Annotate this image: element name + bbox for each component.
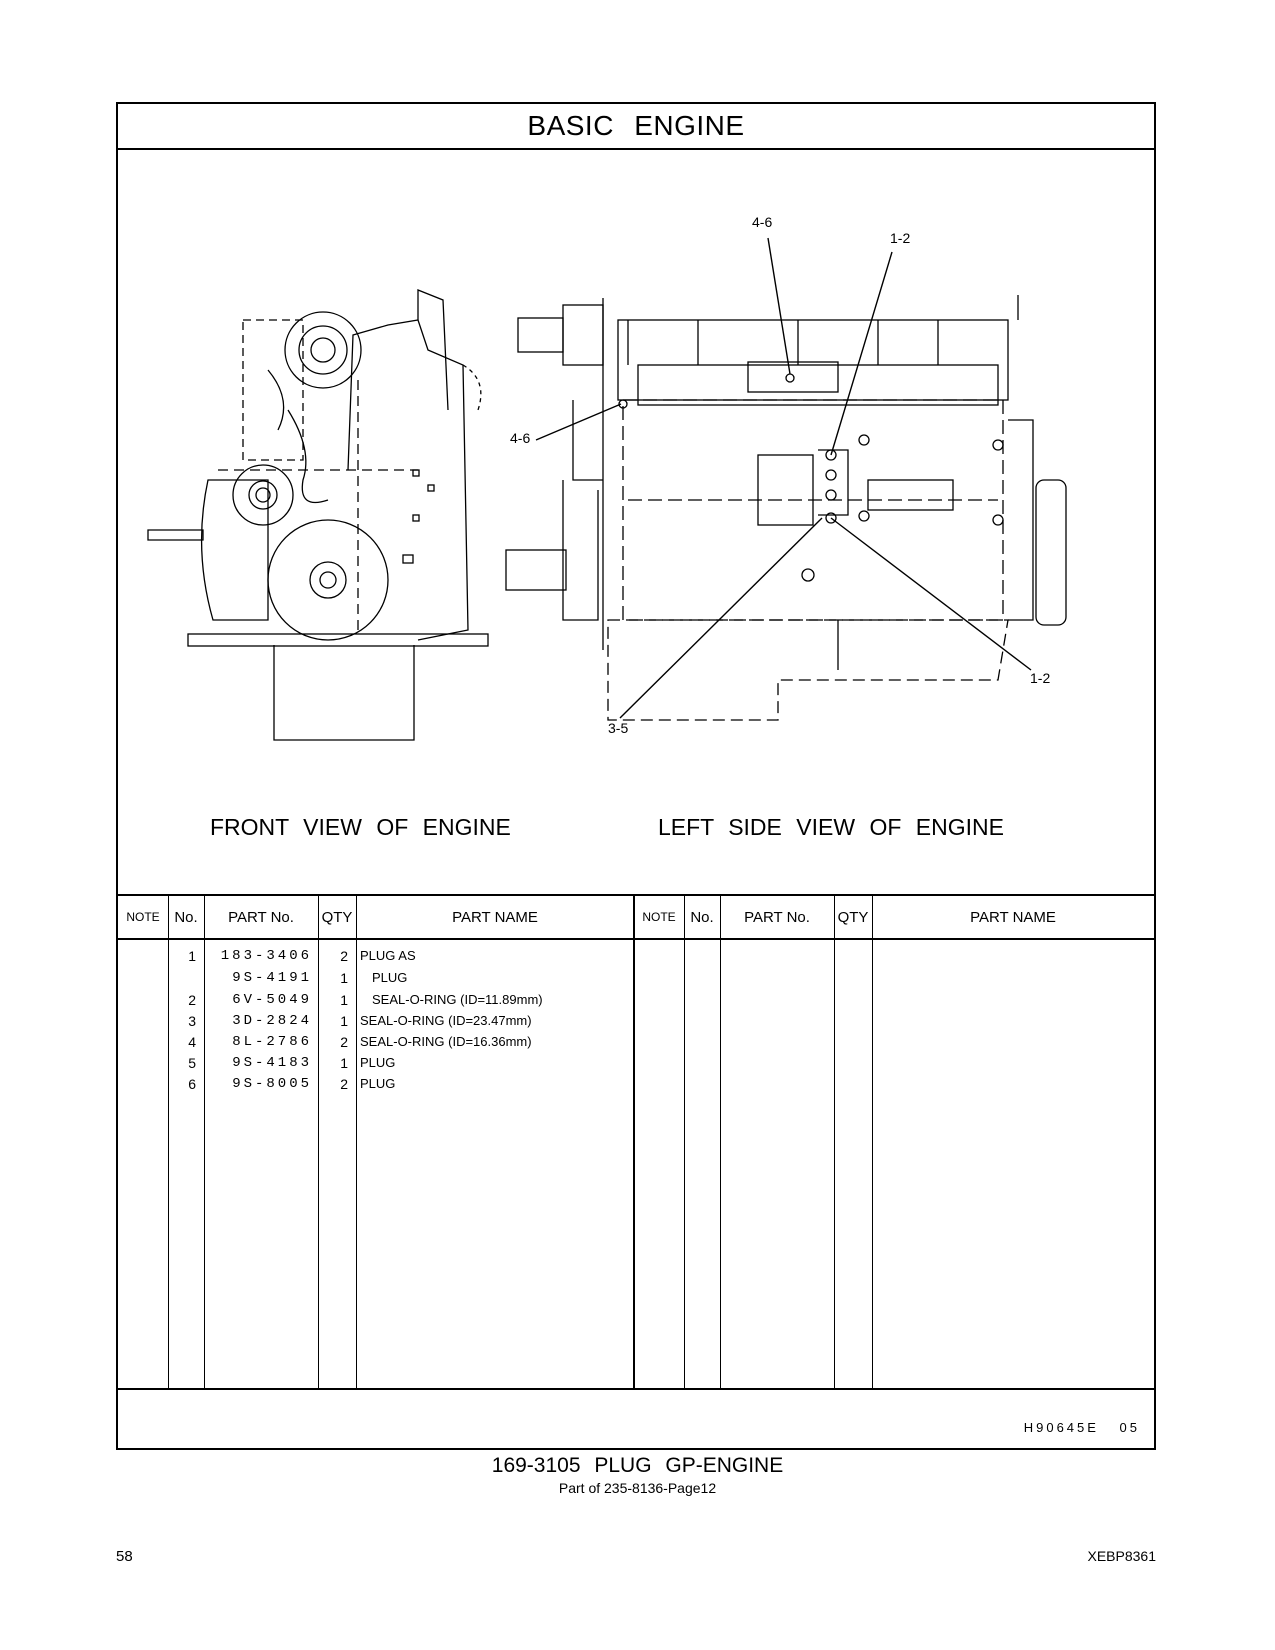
column-divider <box>872 896 873 1390</box>
row-qty: 1 <box>340 970 348 986</box>
parts-page-frame: BASIC ENGINE <box>116 102 1156 1450</box>
row-part-name: SEAL-O-RING (ID=23.47mm) <box>360 1013 532 1028</box>
column-divider <box>834 896 835 1390</box>
header-part-name-left: PART NAME <box>452 908 538 926</box>
row-part-no: 3D-2824 <box>232 1013 312 1029</box>
parts-table-header: NOTE No. PART No. QTY PART NAME NOTE No.… <box>118 896 1154 940</box>
column-divider <box>318 896 319 1390</box>
page-title: BASIC ENGINE <box>118 104 1154 150</box>
callout-4-6-top: 4-6 <box>752 214 773 230</box>
row-part-no: 8L-2786 <box>232 1034 312 1050</box>
row-item-no: 4 <box>188 1034 196 1050</box>
row-part-no: 9S-4183 <box>232 1055 312 1071</box>
row-qty: 1 <box>340 1055 348 1071</box>
engine-drawing-svg <box>147 237 1067 741</box>
column-divider <box>204 896 205 1390</box>
row-part-name: PLUG <box>360 1076 396 1091</box>
callout-leader-lines <box>535 237 1032 719</box>
header-no-left: No. <box>174 908 198 926</box>
header-qty-left: QTY <box>321 908 353 926</box>
callout-1-2-right: 1-2 <box>1030 670 1051 686</box>
document-code: XEBP8361 <box>1087 1548 1157 1564</box>
parts-table: NOTE No. PART No. QTY PART NAME NOTE No.… <box>118 894 1154 1390</box>
row-item-no: 2 <box>188 992 196 1008</box>
callout-1-2-top: 1-2 <box>890 230 911 246</box>
row-part-name: SEAL-O-RING (ID=11.89mm) <box>372 992 543 1007</box>
column-divider <box>168 896 169 1390</box>
engine-illustration: 4-6 1-2 4-6 1-2 3-5 FRONT VIEW OF ENGINE… <box>118 150 1154 894</box>
row-part-no: 6V-5049 <box>232 992 312 1008</box>
row-item-no: 5 <box>188 1055 196 1071</box>
column-divider <box>684 896 685 1390</box>
callout-4-6-left: 4-6 <box>510 430 531 446</box>
header-qty-right: QTY <box>837 908 869 926</box>
callout-3-5: 3-5 <box>608 720 629 736</box>
header-part-no-right: PART No. <box>744 908 810 926</box>
row-item-no: 3 <box>188 1013 196 1029</box>
side-view-label: LEFT SIDE VIEW OF ENGINE <box>658 814 1004 840</box>
row-part-no: 183-3406 <box>220 948 312 964</box>
row-qty: 2 <box>340 1076 348 1092</box>
group-title: 169-3105 PLUG GP-ENGINE <box>491 1454 784 1477</box>
row-part-name: PLUG <box>372 970 408 985</box>
column-divider <box>720 896 721 1390</box>
row-item-no: 6 <box>188 1076 196 1092</box>
row-part-no: 9S-8005 <box>232 1076 312 1092</box>
front-view-drawing <box>147 289 489 741</box>
header-no-right: No. <box>690 908 714 926</box>
row-qty: 2 <box>340 1034 348 1050</box>
row-part-no: 9S-4191 <box>232 970 312 986</box>
group-subtitle: Part of 235-8136-Page12 <box>558 1480 717 1496</box>
row-part-name: PLUG <box>360 1055 396 1070</box>
illustration-footer: H90645E 05 <box>118 1388 1154 1450</box>
row-qty: 2 <box>340 948 348 964</box>
column-divider-center <box>633 896 635 1390</box>
row-part-name: SEAL-O-RING (ID=16.36mm) <box>360 1034 532 1049</box>
row-qty: 1 <box>340 992 348 1008</box>
header-part-name-right: PART NAME <box>970 908 1056 926</box>
header-part-no-left: PART No. <box>228 908 294 926</box>
header-note-right: NOTE <box>642 910 676 924</box>
front-view-label: FRONT VIEW OF ENGINE <box>210 814 511 840</box>
illustration-code: H90645E 05 <box>1023 1420 1140 1435</box>
side-view-drawing <box>505 295 1067 721</box>
row-item-no: 1 <box>188 948 196 964</box>
page-number: 58 <box>116 1548 133 1565</box>
column-divider <box>356 896 357 1390</box>
row-part-name: PLUG AS <box>360 948 416 963</box>
header-note-left: NOTE <box>126 910 160 924</box>
row-qty: 1 <box>340 1013 348 1029</box>
